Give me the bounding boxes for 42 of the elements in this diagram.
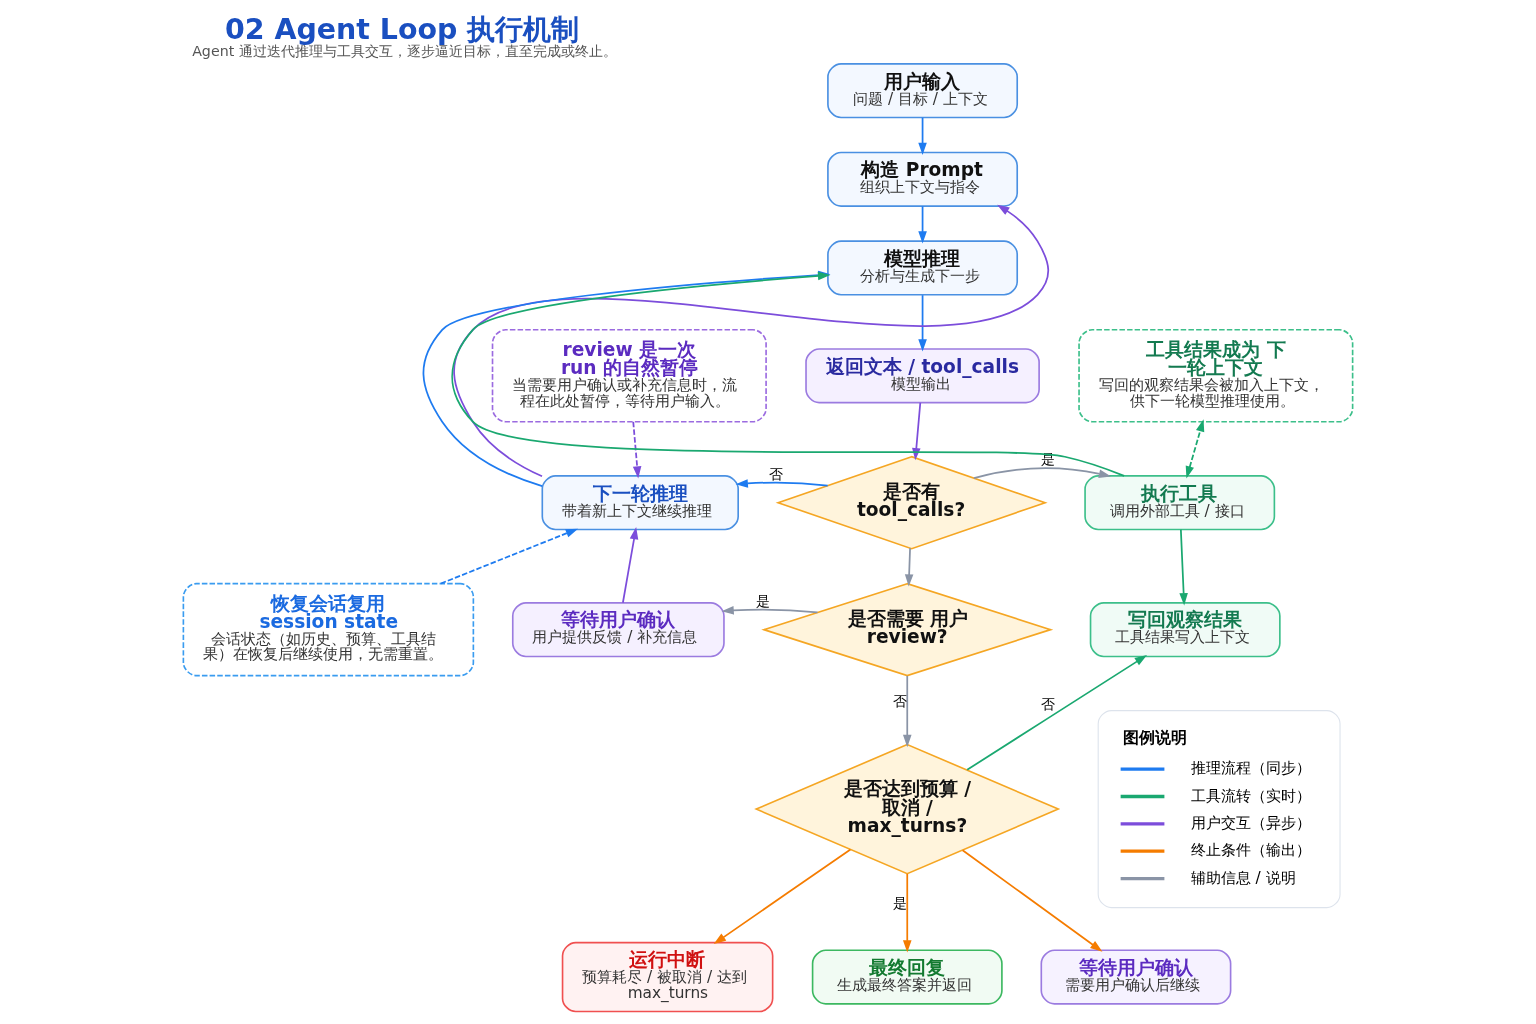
arrow xyxy=(966,655,1147,771)
node-box: 下一轮推理 带着新上下文继续推理 xyxy=(541,475,739,531)
edge-label: 是 xyxy=(893,894,908,911)
node-box: 恢复会话复用 session state 会话状态（如历史、预算、工具结果）在恢复后继续使用，无需重置。 xyxy=(182,582,475,677)
arrow xyxy=(973,467,1112,479)
legend-label: 推理流程（同步） xyxy=(1190,759,1311,778)
node-box: review 是一次 run 的自然暂停 当需要用户确认或补充信息时，流程在此处暂停，等待用户输入。 xyxy=(491,329,767,423)
arrow xyxy=(713,848,852,945)
node-box: 执行工具 调用外部工具 / 接口 xyxy=(1084,475,1276,531)
edge-label: 否 xyxy=(1041,696,1056,713)
arrow xyxy=(902,675,912,748)
arrow xyxy=(439,528,579,585)
arrow xyxy=(622,527,639,604)
node-box: 运行中断 预算耗尽 / 被取消 / 达到 max_turns xyxy=(561,941,774,1013)
label: 图例说明 xyxy=(1122,728,1187,748)
legend-label: 辅助信息 / 说明 xyxy=(1190,868,1296,887)
arrow xyxy=(918,116,927,155)
node-diamond: 是否达到预算 / 取消 / max_turns? xyxy=(754,743,1061,875)
node-box: 用户输入 问题 / 目标 / 上下文 xyxy=(827,63,1019,119)
legend-label: 终止条件（输出） xyxy=(1190,841,1311,860)
node-box: 工具结果成为 下一轮上下文 写回的观察结果会被加入上下文，供下一轮模型推理使用。 xyxy=(1078,329,1354,423)
arrow xyxy=(918,205,927,244)
node-box: 等待用户确认 用户提供反馈 / 补充信息 xyxy=(511,602,725,658)
arrow xyxy=(902,872,912,953)
node-box: 模型推理 分析与生成下一步 xyxy=(827,240,1019,296)
arrow xyxy=(918,294,927,352)
edge-label: 否 xyxy=(893,693,908,710)
node-box: 等待用户确认 需要用户确认后继续 xyxy=(1040,949,1232,1005)
arrow xyxy=(961,849,1103,952)
arrow xyxy=(735,479,829,488)
arrow xyxy=(721,606,819,615)
node-box: 构造 Prompt 组织上下文与指令 xyxy=(827,151,1019,207)
arrow xyxy=(1185,419,1205,479)
node-box: 返回文本 / tool_calls 模型输出 xyxy=(805,348,1040,404)
node-box: 最终回复 生成最终答案并返回 xyxy=(811,949,1003,1005)
arrow xyxy=(632,421,642,479)
arrow xyxy=(1179,528,1188,606)
node-box: 写回观察结果 工具结果写入上下文 xyxy=(1089,602,1281,658)
arrow xyxy=(453,204,1050,478)
legend-label: 工具流转（实时） xyxy=(1190,786,1311,805)
arrow xyxy=(904,547,914,587)
legend-label: 用户交互（异步） xyxy=(1190,813,1311,832)
